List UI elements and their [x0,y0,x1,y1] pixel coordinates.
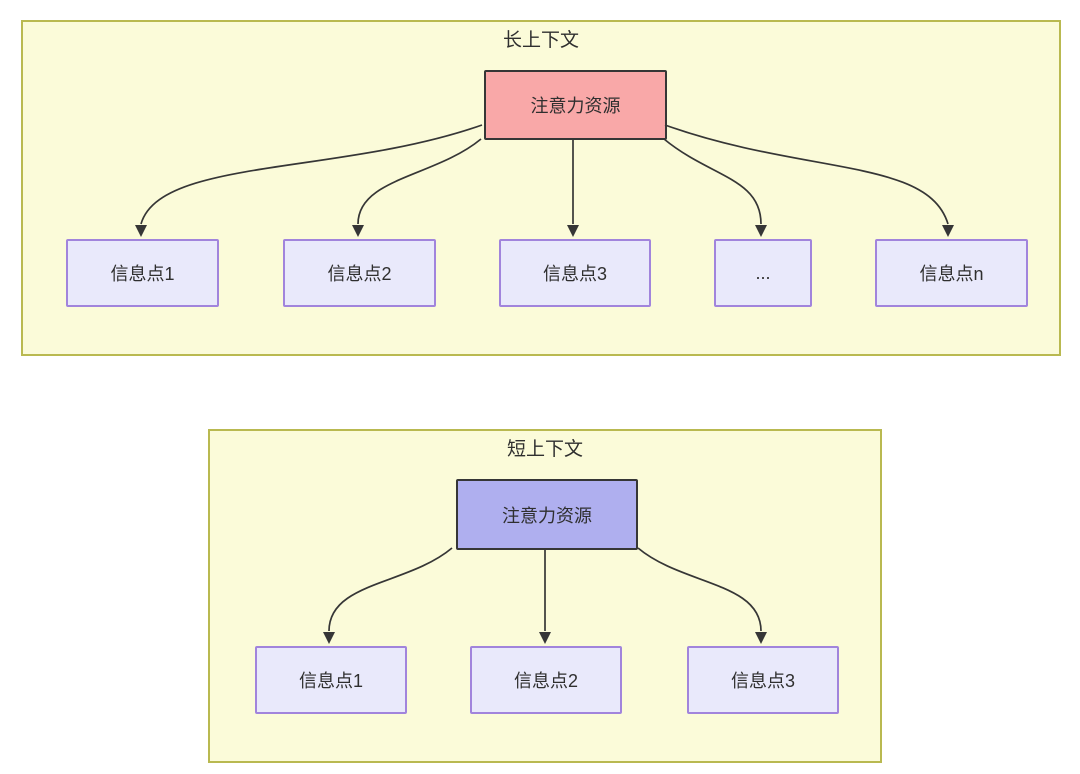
info-node-long-1: 信息点1 [66,239,219,307]
info-node-long-n: 信息点n [875,239,1028,307]
info-node-long-2: 信息点2 [283,239,436,307]
long-context-title: 长上下文 [502,30,579,51]
short-context-panel: 短上下文 注意力资源 信息点1 信息点2 信息点3 [208,429,882,763]
short-context-title: 短上下文 [506,439,583,460]
info-node-long-3: 信息点3 [499,239,651,307]
attention-resource-node-long: 注意力资源 [484,70,667,140]
info-node-short-1: 信息点1 [255,646,407,714]
info-node-short-2: 信息点2 [470,646,622,714]
info-node-long-ellipsis: ... [714,239,812,307]
attention-resource-node-short: 注意力资源 [456,479,638,550]
info-node-short-3: 信息点3 [687,646,839,714]
long-context-panel: 长上下文 注意力资源 信息点1 信息点2 信息点3 ... 信息点n [21,20,1061,356]
